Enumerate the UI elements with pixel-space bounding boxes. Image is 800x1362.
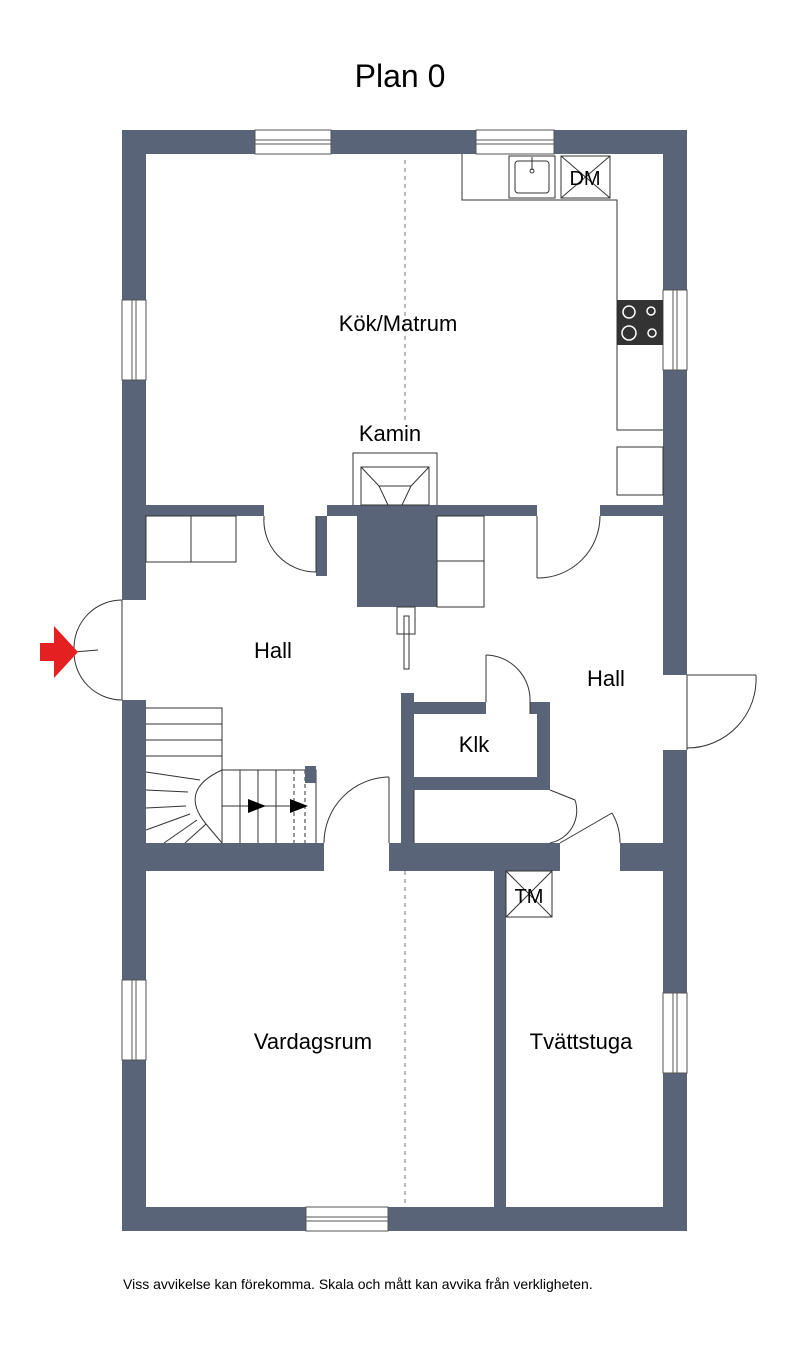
wall-north	[122, 130, 687, 154]
door-kitchen-east	[536, 515, 601, 579]
room-label-tvattstuga: Tvättstuga	[530, 1029, 633, 1054]
kitchen-cabinet	[616, 446, 664, 496]
door-closet	[413, 789, 578, 844]
room-label-vardagsrum: Vardagsrum	[254, 1029, 372, 1054]
dryer-icon	[505, 870, 553, 918]
walls	[122, 130, 687, 1231]
wall-kitchen-east	[600, 505, 663, 516]
door-klk	[485, 654, 531, 714]
entrance-arrow-icon	[40, 626, 78, 678]
tm-label: TM	[515, 886, 544, 908]
disclaimer-text: Viss avvikelse kan förekomma. Skala och …	[123, 1276, 593, 1292]
stair-arrow-2	[290, 799, 308, 813]
window-east-kitchen	[662, 289, 688, 371]
dm-label: DM	[569, 168, 600, 190]
wall-lower-mid	[389, 843, 560, 871]
chimney	[357, 516, 437, 607]
doors	[73, 515, 757, 844]
wall-klk-north	[414, 702, 486, 714]
door-vardagsrum	[323, 776, 390, 844]
windows	[121, 129, 688, 1232]
wall-lower-west	[146, 843, 324, 871]
window-west-vardagsrum	[121, 979, 147, 1061]
wall-kitchen-west	[146, 505, 264, 516]
wall-vardag-tvatt	[494, 871, 506, 1207]
room-label-klk: Klk	[459, 732, 491, 757]
stair-arrow-icons	[248, 799, 308, 813]
window-east-tvattstuga	[662, 992, 688, 1074]
window-west-kitchen	[121, 299, 147, 381]
room-label-kamin: Kamin	[359, 421, 421, 446]
room-label-hall-east: Hall	[587, 666, 625, 691]
window-north-1	[254, 129, 332, 155]
wall-lower-east	[620, 843, 663, 871]
dishwasher-icon	[560, 155, 611, 199]
door-kitchen-west	[263, 515, 317, 573]
kitchen-counter	[461, 154, 664, 496]
wall-klk-east	[537, 702, 550, 790]
wall-east-upper	[663, 130, 687, 675]
stove-icon	[617, 300, 663, 345]
door-entrance-west	[73, 599, 123, 701]
plan-title: Plan 0	[354, 58, 446, 94]
staircase	[145, 707, 317, 844]
door-tvattstuga	[559, 812, 621, 844]
wall-south	[122, 1207, 687, 1231]
wall-klk-west	[401, 693, 414, 843]
wall-klk-south	[414, 777, 550, 790]
window-south	[305, 1206, 389, 1232]
wall-east-lower	[663, 750, 687, 1231]
sink-icon	[508, 155, 556, 199]
room-labels: Kök/Matrum Kamin Hall Hall Klk Vardagsru…	[254, 311, 633, 1054]
wall-west-lower	[122, 700, 146, 1231]
room-label-kok: Kök/Matrum	[339, 311, 458, 336]
wall-stub	[316, 516, 327, 576]
flue-pipe	[396, 606, 416, 670]
wall-kitchen-mid	[327, 505, 537, 516]
wardrobes	[145, 515, 485, 608]
door-entrance-east	[686, 674, 757, 750]
room-label-hall-west: Hall	[254, 638, 292, 663]
stair-arrow-1	[248, 799, 266, 813]
wall-klk-northeast	[530, 702, 550, 714]
window-north-2	[475, 129, 555, 155]
fireplace-icon	[352, 452, 438, 506]
